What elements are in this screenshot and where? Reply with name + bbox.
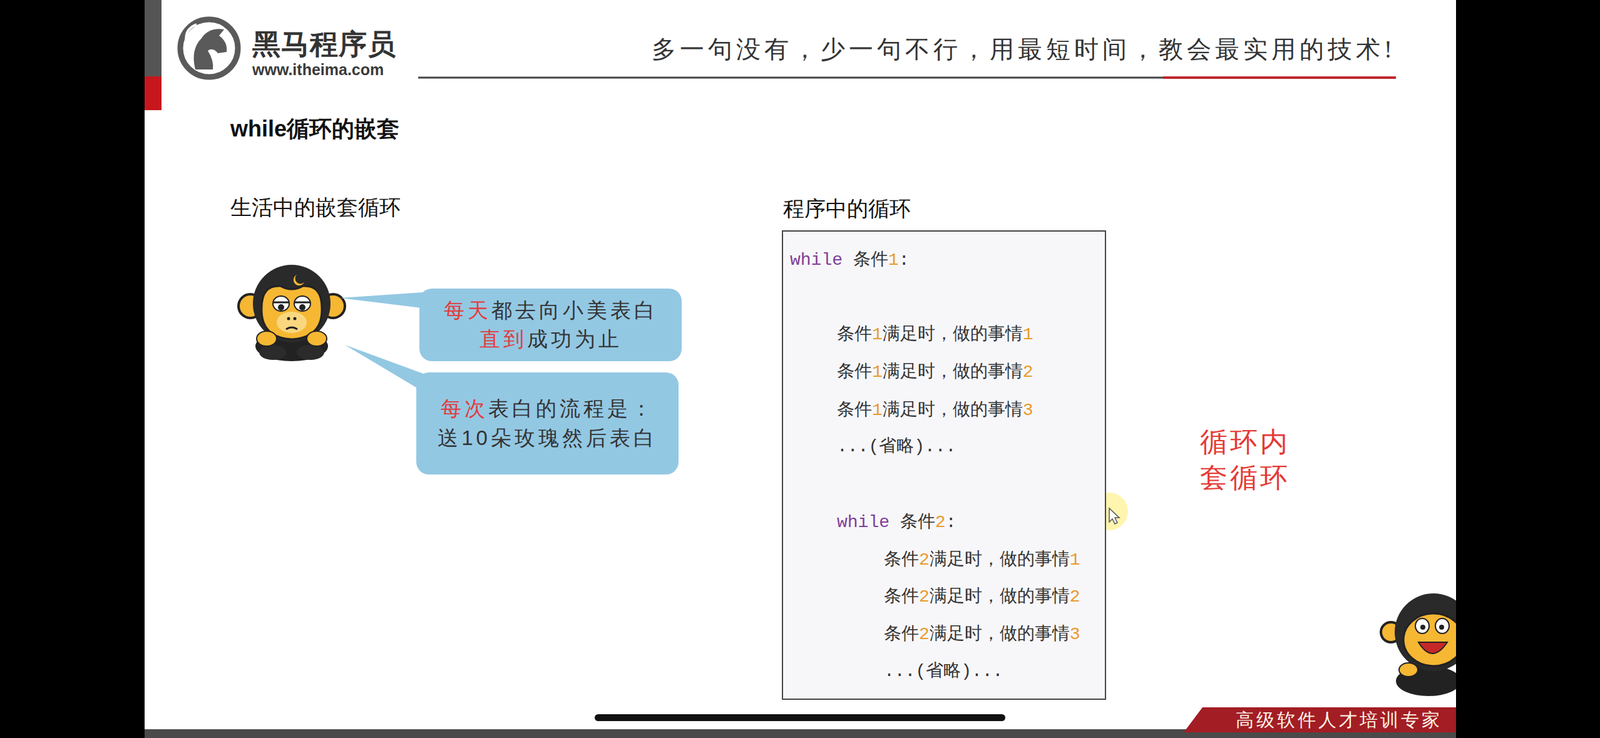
slide-title: while循环的嵌套: [230, 113, 400, 145]
text-run: 满足时，做的事情: [929, 624, 1070, 645]
code-line: 条件1满足时，做的事情2: [836, 361, 1034, 384]
speech-bubble: 每次表白的流程是： 送10朵玫瑰然后表白: [416, 372, 679, 475]
header-rule-accent: [1163, 76, 1396, 79]
code-line: 条件2满足时，做的事情3: [883, 623, 1081, 647]
section-heading: 生活中的嵌套循环: [230, 194, 401, 221]
text-run: 3: [1022, 400, 1034, 421]
bubble-text: 每次表白的流程是： 送10朵玫瑰然后表白: [435, 394, 661, 452]
text-run: 2: [918, 624, 930, 645]
monkey-illustration: [238, 264, 345, 362]
code-line: while 条件1:: [789, 249, 909, 272]
text-run: 每次: [440, 396, 489, 421]
text-run: 条件: [883, 624, 919, 645]
box-heading: 程序中的循环: [783, 195, 911, 221]
text-run: 条件: [836, 324, 872, 345]
text-run: 1: [888, 250, 899, 270]
header-rule: [418, 76, 1164, 79]
text-run: 成功为止: [527, 327, 623, 351]
text-run: 条件: [883, 550, 919, 570]
text-run: 2: [935, 512, 946, 533]
mascot-illustration: [1380, 593, 1457, 697]
text-run: 2: [1069, 587, 1081, 607]
text-run: 条件: [842, 250, 889, 270]
text-run: 1: [871, 400, 883, 421]
code-line: while 条件2:: [836, 511, 956, 534]
slogan: 多一句没有，少一句不行，用最短时间，教会最实用的技术!: [651, 35, 1396, 65]
side-marker: [144, 76, 162, 111]
text-run: 条件: [883, 587, 919, 607]
annotation: 循环内 套循环: [1200, 424, 1301, 496]
text-run: while: [836, 512, 890, 533]
tagline-banner: 高级软件人才培训专家: [1183, 707, 1457, 733]
text-run: :: [898, 250, 910, 270]
text-run: 满足时，做的事情: [882, 362, 1023, 382]
text-run: 条件: [836, 362, 872, 382]
slide-background: [144, 0, 1457, 738]
code-box: 程序中的循环while 条件1:条件1满足时，做的事情1条件1满足时，做的事情2…: [781, 230, 1107, 700]
banner-text: 高级软件人才培训专家: [1235, 708, 1443, 732]
logo-name: 黑马程序员: [252, 27, 397, 62]
text-run: 满足时，做的事情: [929, 550, 1070, 570]
text-run: 1: [1069, 550, 1081, 570]
text-run: 条件: [889, 512, 936, 533]
side-bar: [144, 0, 162, 77]
text-run: 每天: [443, 298, 492, 322]
text-run: 3: [1069, 624, 1081, 645]
text-run: 1: [871, 324, 883, 345]
speech-bubble: 每天都去向小美表白 直到成功为止: [419, 288, 682, 362]
code-line: 条件2满足时，做的事情2: [883, 585, 1081, 609]
home-indicator: [594, 714, 1006, 722]
text-run: 条件: [836, 400, 872, 421]
bubble-tail: [339, 291, 432, 310]
banner-fill: [1183, 707, 1457, 733]
code-line: 条件1满足时，做的事情3: [836, 399, 1034, 422]
code-line: 条件1满足时，做的事情1: [836, 323, 1034, 347]
text-run: 2: [1022, 362, 1034, 382]
text-run: 直到: [479, 327, 528, 351]
text-run: 都去向小美表白: [491, 298, 658, 322]
text-run: :: [945, 512, 957, 533]
logo-url: www.itheima.com: [252, 60, 384, 79]
code-line: ...(省略)...: [883, 660, 1003, 683]
text-run: ...(省略)...: [836, 436, 956, 457]
text-run: 1: [871, 362, 883, 382]
bubble-text: 每天都去向小美表白 直到成功为止: [438, 296, 664, 354]
text-run: 1: [1022, 324, 1034, 345]
text-run: while: [789, 250, 843, 270]
logo-emblem: [180, 19, 238, 77]
text-run: 满足时，做的事情: [882, 400, 1023, 421]
text-run: ...(省略)...: [883, 661, 1003, 682]
text-run: 满足时，做的事情: [929, 587, 1070, 607]
text-run: 2: [918, 550, 930, 570]
code-line: ...(省略)...: [836, 435, 956, 459]
text-run: 满足时，做的事情: [882, 324, 1023, 345]
text-run: 2: [918, 587, 930, 607]
code-line: 条件2满足时，做的事情1: [883, 548, 1081, 572]
